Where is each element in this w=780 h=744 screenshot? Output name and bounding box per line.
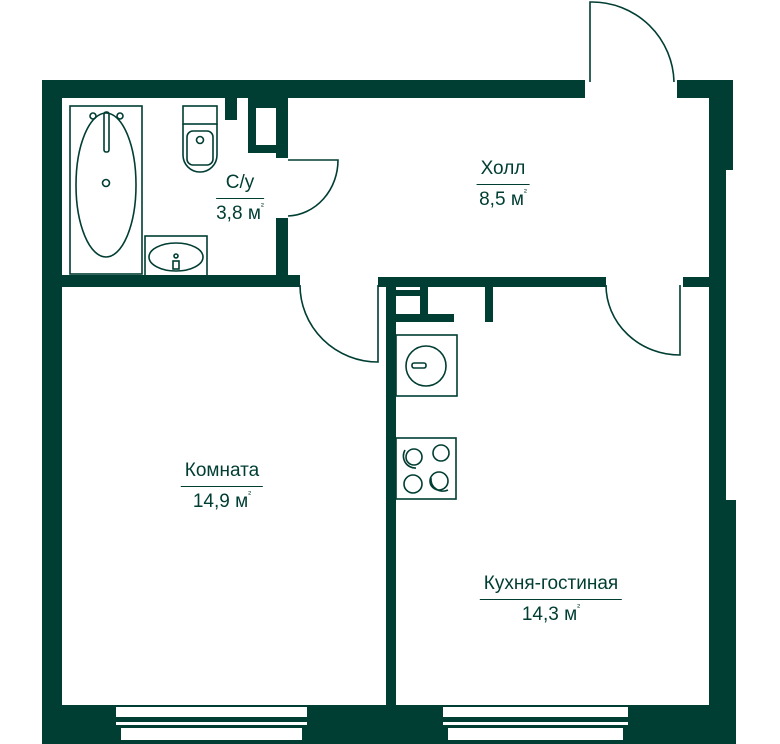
windows (116, 707, 628, 740)
room-label-bathroom: С/у 3,8 м² (216, 172, 264, 225)
room-label-kitchen-living: Кухня-гостиная 14,3 м² (479, 573, 623, 626)
toilet (182, 105, 218, 173)
room-label-bedroom: Комната 14,9 м² (180, 460, 264, 513)
room-name: С/у (216, 172, 264, 199)
stove (395, 437, 457, 500)
room-door (299, 284, 379, 363)
entry-door (589, 1, 675, 83)
room-area: 14,9 м² (192, 489, 252, 512)
doors (287, 1, 681, 363)
bathroom-door (287, 159, 339, 217)
walls (42, 80, 736, 744)
kitchen-door (605, 284, 681, 356)
room-area: 14,3 м² (521, 602, 581, 625)
room-label-hall: Холл 8,5 м² (476, 158, 530, 211)
washbasin (144, 235, 208, 277)
kitchen-sink (395, 334, 458, 397)
room-name: Кухня-гостиная (479, 573, 623, 600)
room-area: 8,5 м² (479, 187, 527, 210)
bathtub (69, 105, 143, 275)
room-name: Комната (180, 460, 264, 487)
room-area: 3,8 м² (216, 201, 264, 224)
room-name: Холл (476, 158, 530, 185)
